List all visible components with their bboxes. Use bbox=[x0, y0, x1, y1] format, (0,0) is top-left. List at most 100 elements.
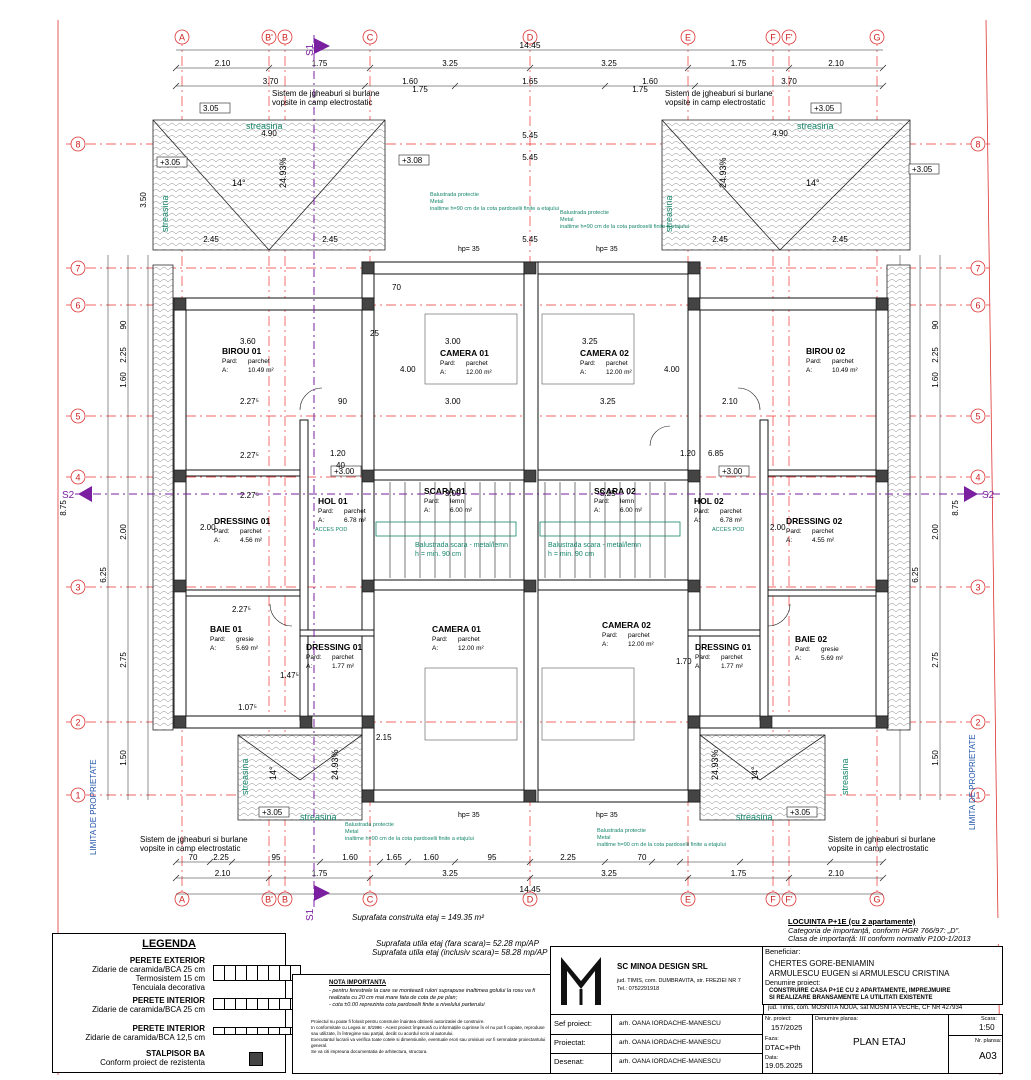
axis-label-right: 4 bbox=[975, 473, 980, 483]
dim-text: 3.25 bbox=[442, 59, 458, 68]
legend-head: PERETE EXTERIOR bbox=[129, 956, 205, 965]
legend-item-interior-25: PERETE INTERIOR Zidarie de caramida/BCA … bbox=[57, 996, 205, 1014]
roof-dim: 2.45 bbox=[322, 235, 338, 244]
axis-bubble bbox=[70, 260, 86, 276]
column bbox=[361, 579, 375, 593]
room-area: 1.77 m² bbox=[332, 663, 355, 670]
beneficiary-label: Beneficiar: bbox=[765, 947, 801, 956]
inner-dim: 25 bbox=[370, 329, 379, 338]
room-floor-label: Pard: bbox=[795, 646, 811, 653]
level-box bbox=[156, 156, 188, 168]
room-area-label: A: bbox=[306, 663, 312, 670]
axis-label-bottom: F' bbox=[785, 895, 792, 905]
column bbox=[687, 469, 701, 483]
wall bbox=[767, 589, 877, 597]
built-area: Suprafata construita etaj = 149.35 m² bbox=[352, 913, 484, 922]
dim-tick bbox=[879, 82, 887, 90]
level-label: +3.05 bbox=[790, 808, 811, 817]
axis-label-bottom: B' bbox=[265, 895, 273, 905]
section-label-s1-top: S1 bbox=[305, 43, 316, 56]
company-address: jud. TIMIS, com. DUMBRAVITA, str. FREZIE… bbox=[617, 978, 741, 984]
company-logo bbox=[555, 951, 607, 1011]
room-floor-label: Pard: bbox=[594, 498, 610, 505]
sheet-name-label: Denumire plansa: bbox=[815, 1016, 859, 1022]
wall bbox=[173, 297, 375, 311]
attic-access-right: ACCES POD bbox=[712, 527, 744, 533]
dim-tick bbox=[206, 858, 214, 866]
dim-text-v: 6.25 bbox=[911, 567, 920, 583]
inner-dim: 2.27⁵ bbox=[240, 397, 259, 406]
axis-label-right: 7 bbox=[975, 264, 980, 274]
column bbox=[875, 469, 889, 483]
level-box bbox=[199, 102, 231, 114]
property-limit-label-right: LIMITA DE PROPRIETATE bbox=[968, 734, 977, 830]
dim-text: 1.75 bbox=[731, 59, 747, 68]
room-area-label: A: bbox=[210, 645, 216, 652]
dim-text: 2.10 bbox=[215, 869, 231, 878]
dim-tick bbox=[366, 874, 374, 882]
axis-bubble bbox=[70, 297, 86, 313]
room-floor: parchet bbox=[466, 360, 488, 367]
legend-line: Zidarie de caramida/BCA 25 cm bbox=[92, 965, 205, 974]
dim-tick bbox=[172, 82, 180, 90]
room-area-label: A: bbox=[214, 537, 220, 544]
dim-text: 70 bbox=[638, 853, 647, 862]
dim-tick bbox=[265, 874, 273, 882]
phase-label: Faza: bbox=[765, 1036, 779, 1042]
disclaimer-line: Proiectul nu poate fi folosit pentru con… bbox=[311, 1019, 485, 1024]
axis-bubble bbox=[70, 714, 86, 730]
room-area: 6.78 m² bbox=[720, 517, 743, 524]
column bbox=[687, 261, 701, 275]
roof-angle: 24.93% bbox=[718, 157, 728, 188]
dim-text-v: 8.75 bbox=[59, 500, 68, 516]
date-label: Data: bbox=[765, 1055, 779, 1061]
axis-bubble bbox=[261, 29, 277, 45]
door-swing bbox=[649, 425, 671, 447]
column bbox=[361, 469, 375, 483]
room-name: CAMERA 02 bbox=[580, 348, 629, 358]
gutter-note-bottom-2: vopsite in camp electrostatic bbox=[140, 844, 241, 853]
room-area: 5.69 m² bbox=[821, 655, 844, 662]
section-label-s2-left: S2 bbox=[62, 490, 75, 501]
room-floor-label: Pard: bbox=[695, 654, 711, 661]
axis-bubble bbox=[522, 891, 538, 907]
dim-tick bbox=[736, 858, 744, 866]
room-floor: parchet bbox=[628, 632, 650, 639]
axis-bubble bbox=[869, 29, 885, 45]
column bbox=[361, 297, 375, 311]
eaves-label: streasina bbox=[840, 758, 850, 795]
axis-label-bottom: B bbox=[282, 895, 288, 905]
wall bbox=[373, 469, 525, 481]
dim-text: 70 bbox=[189, 853, 198, 862]
eaves-label: streasina bbox=[664, 195, 674, 232]
roof-bottom-left bbox=[237, 734, 363, 821]
disclaimer-line: Se va citi impreuna documentatia de arhi… bbox=[311, 1049, 428, 1054]
roof-angle: 14° bbox=[268, 766, 278, 780]
column bbox=[759, 715, 773, 729]
dim-tick bbox=[879, 874, 887, 882]
legend-line: Zidarie de caramida/BCA 25 cm bbox=[92, 1005, 205, 1014]
axis-label-right: 5 bbox=[975, 412, 980, 422]
roof-dim: 4.90 bbox=[261, 129, 277, 138]
inner-dim: 3.25 bbox=[600, 489, 616, 498]
axis-label-left: 2 bbox=[75, 718, 80, 728]
project-number-label: Nr. proiect: bbox=[765, 1016, 792, 1022]
level-label: 3.05 bbox=[203, 104, 219, 113]
room-floor: parchet bbox=[332, 654, 354, 661]
section-label-s2-right: S2 bbox=[982, 490, 995, 501]
column bbox=[361, 789, 375, 803]
level-label: +3.05 bbox=[814, 104, 835, 113]
axis-bubble bbox=[970, 714, 986, 730]
inner-dim: 1.20 bbox=[330, 449, 346, 458]
dim-tick bbox=[879, 858, 887, 866]
column bbox=[523, 469, 537, 483]
column bbox=[687, 297, 701, 311]
sheet-name-box: Denumire plansa: PLAN ETAJ bbox=[812, 1014, 950, 1074]
dim-text: 1.60 bbox=[342, 853, 358, 862]
dim-tick bbox=[785, 64, 793, 72]
axis-bubble bbox=[680, 29, 696, 45]
dim-text-v: 1.60 bbox=[931, 372, 940, 388]
legend-head: PERETE INTERIOR bbox=[132, 1024, 205, 1033]
room-name: DRESSING 01 bbox=[695, 642, 751, 652]
project-info-column: Nr. proiect: 157/2025 Faza: DTAC+Pth Dat… bbox=[762, 1014, 814, 1074]
